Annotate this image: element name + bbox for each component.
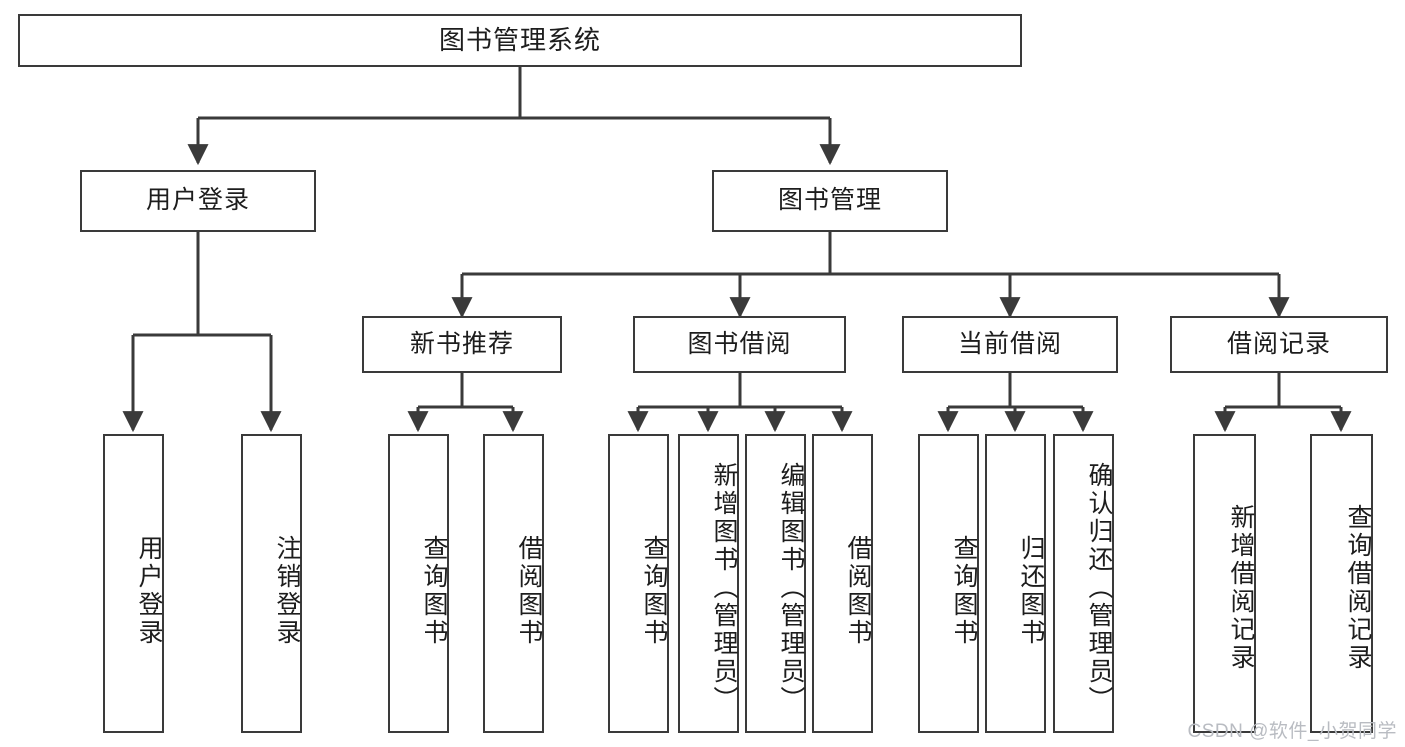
node-leaf-logout-login[interactable]: 注销登录 (241, 434, 302, 733)
node-leaf-borrow-book-1[interactable]: 借阅图书 (483, 434, 544, 733)
node-leaf-query-book-2[interactable]: 查询图书 (608, 434, 669, 733)
node-new-book-recommend-label: 新书推荐 (409, 329, 514, 358)
node-leaf-edit-book-label: 编辑图书（管理员） (777, 461, 805, 714)
node-current-borrow-label: 当前借阅 (957, 329, 1062, 358)
node-root[interactable]: 图书管理系统 (18, 14, 1022, 67)
node-book-borrow[interactable]: 图书借阅 (633, 316, 846, 373)
node-leaf-query-record-label: 查询借阅记录 (1344, 503, 1372, 672)
node-leaf-query-book-3-label: 查询图书 (950, 534, 978, 647)
node-leaf-query-book-3[interactable]: 查询图书 (918, 434, 979, 733)
node-leaf-add-book-label: 新增图书（管理员） (710, 461, 738, 714)
node-root-label: 图书管理系统 (438, 25, 601, 56)
node-leaf-borrow-book-2-label: 借阅图书 (844, 534, 872, 647)
node-leaf-user-login[interactable]: 用户登录 (103, 434, 164, 733)
node-leaf-return-book-label: 归还图书 (1017, 534, 1045, 647)
node-leaf-query-record[interactable]: 查询借阅记录 (1310, 434, 1373, 733)
node-leaf-add-record[interactable]: 新增借阅记录 (1193, 434, 1256, 733)
node-leaf-query-book-1-label: 查询图书 (420, 534, 448, 647)
node-leaf-query-book-2-label: 查询图书 (640, 534, 668, 647)
node-user-login-label: 用户登录 (145, 186, 250, 215)
node-leaf-add-record-label: 新增借阅记录 (1227, 503, 1255, 672)
node-leaf-borrow-book-2[interactable]: 借阅图书 (812, 434, 873, 733)
node-leaf-add-book[interactable]: 新增图书（管理员） (678, 434, 739, 733)
node-leaf-confirm-return-label: 确认归还（管理员） (1085, 461, 1113, 714)
node-new-book-recommend[interactable]: 新书推荐 (362, 316, 562, 373)
node-leaf-return-book[interactable]: 归还图书 (985, 434, 1046, 733)
node-leaf-query-book-1[interactable]: 查询图书 (388, 434, 449, 733)
watermark: CSDN @软件_小贺同学 (1187, 721, 1397, 742)
node-current-borrow[interactable]: 当前借阅 (902, 316, 1118, 373)
node-leaf-user-login-label: 用户登录 (135, 534, 163, 647)
node-leaf-edit-book[interactable]: 编辑图书（管理员） (745, 434, 806, 733)
node-borrow-record-label: 借阅记录 (1226, 329, 1331, 358)
node-user-login[interactable]: 用户登录 (80, 170, 316, 232)
node-book-borrow-label: 图书借阅 (687, 329, 792, 358)
node-leaf-logout-login-label: 注销登录 (273, 534, 301, 647)
node-borrow-record[interactable]: 借阅记录 (1170, 316, 1388, 373)
node-book-manage[interactable]: 图书管理 (712, 170, 948, 232)
node-leaf-confirm-return[interactable]: 确认归还（管理员） (1053, 434, 1114, 733)
node-leaf-borrow-book-1-label: 借阅图书 (515, 534, 543, 647)
node-book-manage-label: 图书管理 (777, 186, 882, 215)
